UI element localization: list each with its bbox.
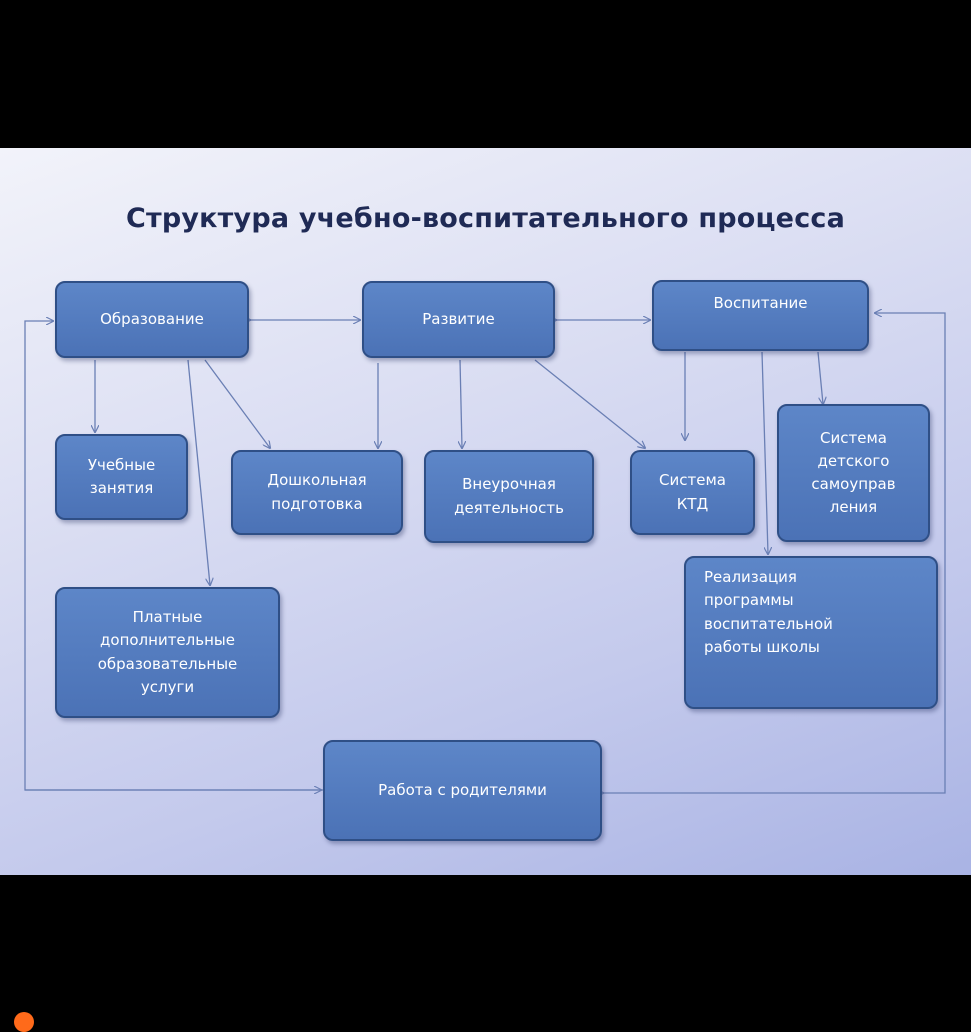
node-vneurochnaya[interactable]: Внеурочная деятельность: [424, 450, 594, 543]
slide: Структура учебно-воспитательного процесс…: [0, 148, 971, 875]
connectors: [24, 148, 946, 875]
node-platnye[interactable]: Платные дополнительные образовательные у…: [55, 587, 280, 718]
node-razvitie[interactable]: Развитие: [362, 281, 555, 358]
diagram-title: Структура учебно-воспитательного процесс…: [125, 203, 846, 234]
node-obrazovanie[interactable]: Образование: [55, 281, 249, 358]
node-roditeli[interactable]: Работа с родителями: [323, 740, 602, 841]
node-vospitanie[interactable]: Воспитание: [652, 280, 869, 351]
home-indicator-dot: [14, 1012, 34, 1032]
link-loop-right: [603, 313, 946, 793]
node-uchebnye[interactable]: Учебные занятия: [55, 434, 188, 520]
link-obraz-platn: [187, 359, 210, 585]
link-loop-left: [24, 321, 323, 791]
node-ktd[interactable]: Система КТД: [630, 450, 755, 535]
link-vosp-samoupr: [817, 351, 823, 404]
link-obraz-dosh: [204, 359, 270, 448]
link-razv-vneur: [460, 359, 462, 448]
node-doshkolnaya[interactable]: Дошкольная подготовка: [231, 450, 403, 535]
node-realizaciya[interactable]: Реализация программы воспитательной рабо…: [684, 556, 938, 709]
link-vosp-realiz: [761, 351, 768, 554]
link-razv-ktd: [534, 359, 645, 448]
node-samoupravlenie[interactable]: Система детского самоуправ ления: [777, 404, 930, 542]
